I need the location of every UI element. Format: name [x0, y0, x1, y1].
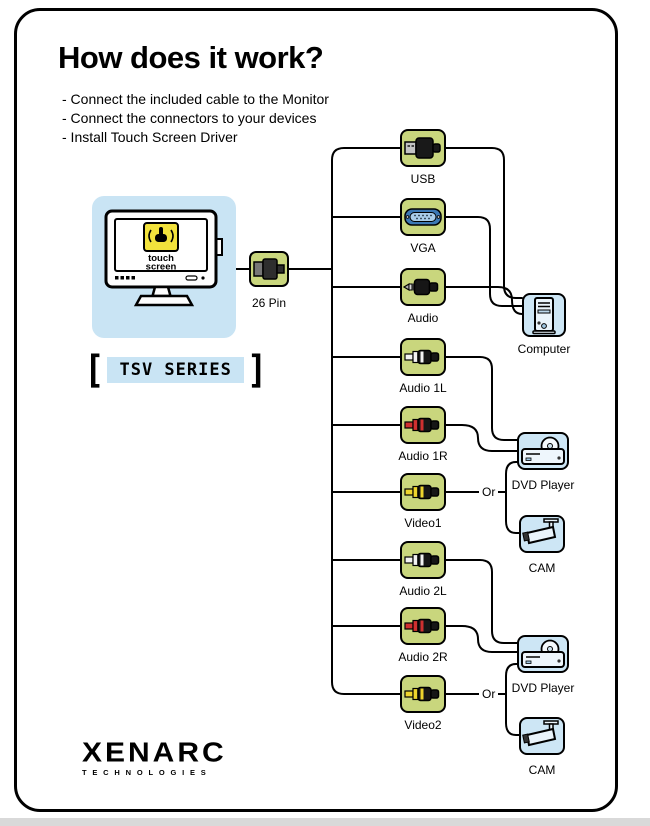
touch-label-line1: touch [148, 253, 174, 264]
dvd-player-2-label: DVD Player [511, 681, 575, 695]
audio-1r-label: Audio 1R [398, 449, 448, 463]
or-label-2: Or [479, 687, 499, 701]
dvd-player-icon [521, 436, 565, 465]
usb-label: USB [410, 172, 436, 186]
audio-1l-label: Audio 1L [399, 381, 447, 395]
touch-hand-palm [155, 234, 167, 242]
security-camera-icon [522, 720, 559, 747]
security-camera-icon [522, 518, 559, 545]
video-1-label: Video1 [404, 516, 442, 530]
instruction-line-1: - Connect the included cable to the Moni… [62, 91, 329, 107]
audio-label: Audio [407, 311, 439, 325]
cam-2-label: CAM [528, 763, 556, 777]
connector-vga [400, 198, 446, 236]
xenarc-tagline: TECHNOLOGIES [82, 768, 212, 777]
computer-tower-icon [532, 297, 556, 335]
connector-audio [400, 268, 446, 306]
rca-white-icon [404, 552, 440, 568]
audio-2r-label: Audio 2R [398, 650, 448, 664]
cam-1-label: CAM [528, 561, 556, 575]
usb-connector-icon [404, 137, 441, 159]
audio-jack-icon [402, 278, 439, 296]
connector-audio-1l [400, 338, 446, 376]
page-title: How does it work? [58, 40, 324, 75]
or-label-1: Or [479, 485, 499, 499]
device-dvd-player-2 [517, 635, 569, 673]
video-2-label: Video2 [404, 718, 442, 732]
device-dvd-player-1 [517, 432, 569, 470]
tsv-series-label: TSV SERIES [107, 357, 244, 383]
dvd-player-1-label: DVD Player [511, 478, 575, 492]
vga-connector-icon [404, 208, 442, 226]
touch-motion-arc-left [148, 229, 152, 243]
vga-label: VGA [410, 241, 436, 255]
26pin-label: 26 Pin [251, 296, 287, 310]
audio-2l-label: Audio 2L [399, 584, 447, 598]
connector-audio-2r [400, 607, 446, 645]
xenarc-logo: XENARC TECHNOLOGIES [82, 738, 227, 777]
xenarc-brand-text: XENARC [82, 737, 227, 768]
rca-white-icon [404, 349, 440, 365]
device-cam-2 [519, 717, 565, 755]
monitor-button-4 [131, 276, 135, 280]
monitor-button-3 [126, 276, 130, 280]
monitor-illustration: touch screen [92, 196, 236, 338]
instruction-list: - Connect the included cable to the Moni… [62, 90, 329, 147]
rca-yellow-icon [404, 686, 440, 702]
connector-audio-2l [400, 541, 446, 579]
monitor-stand-base [133, 294, 195, 307]
rca-red-icon [404, 417, 440, 433]
monitor-stand-neck [150, 285, 173, 298]
device-cam-1 [519, 515, 565, 553]
monitor-power-button [185, 275, 198, 281]
instruction-line-3: - Install Touch Screen Driver [62, 129, 238, 145]
connector-video-1 [400, 473, 446, 511]
touch-label-line2: screen [146, 262, 177, 273]
connector-video-2 [400, 675, 446, 713]
connector-26pin [249, 251, 289, 287]
monitor-button-2 [120, 276, 124, 280]
connector-audio-1r [400, 406, 446, 444]
bracket-right: ] [246, 347, 268, 393]
rca-red-icon [404, 618, 440, 634]
touch-motion-arc-right [170, 229, 174, 243]
bracket-left: [ [84, 347, 105, 393]
rca-yellow-icon [404, 484, 440, 500]
monitor-button-1 [115, 276, 119, 280]
dvd-player-icon [521, 639, 565, 668]
touchscreen-monitor-icon: touch screen [104, 209, 223, 307]
monitor-led [201, 276, 205, 280]
connector-usb [400, 129, 446, 167]
computer-label: Computer [517, 342, 571, 356]
26pin-plug-icon [253, 258, 285, 280]
tsv-series-badge: [ TSV SERIES ] [84, 347, 268, 393]
instruction-line-2: - Connect the connectors to your devices [62, 110, 317, 126]
device-computer [522, 293, 566, 337]
bottom-strip [0, 818, 650, 826]
